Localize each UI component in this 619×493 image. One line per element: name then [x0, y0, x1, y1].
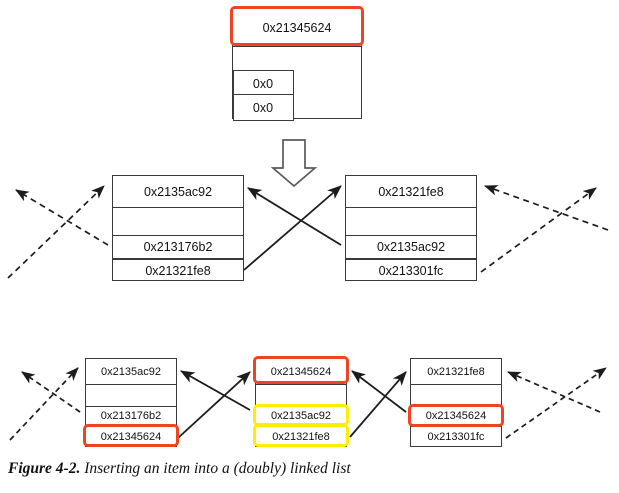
new-node-address-cell: 0x21345624	[233, 9, 361, 47]
node-bot-right-cell-4: 0x213301fc	[427, 430, 485, 443]
node-bot-mid-cell-1: 0x21345624	[256, 359, 346, 385]
node-bot-right-cell-2	[411, 385, 501, 407]
node-bot-left-cell-4: 0x21345624	[100, 430, 162, 443]
new-node-prev-pointer-cell: 0x0	[232, 70, 294, 97]
node-bot-right-cell-1: 0x21321fe8	[411, 359, 501, 385]
figure-caption-text: Inserting an item into a (doubly) linked…	[84, 460, 351, 477]
node-bot-mid: 0x21345624 0x2135ac92 0x21321fe8	[255, 358, 347, 447]
node-mid-right-cell-1: 0x21321fe8	[346, 176, 476, 208]
middle-section-arrows	[7, 185, 609, 279]
transition-arrow-down	[270, 139, 318, 188]
node-bot-left: 0x2135ac92 0x213176b2 0x21345624	[85, 358, 177, 447]
figure-caption-label: Figure 4-2.	[8, 460, 81, 477]
new-node: 0x21345624 0x0 0x0	[232, 8, 362, 121]
node-bot-mid-cell-2	[256, 385, 346, 407]
node-mid-right: 0x21321fe8 0x2135ac92 0x213301fc	[345, 175, 477, 281]
node-bot-right: 0x21321fe8 0x21345624 0x213301fc	[410, 358, 502, 447]
node-mid-right-cell-2	[346, 208, 476, 236]
node-bot-left-cell-2	[86, 385, 176, 407]
node-mid-left-cell-3: 0x213176b2	[113, 236, 243, 260]
node-mid-left-cell-4: 0x21321fe8	[145, 264, 211, 278]
new-node-next-pointer-cell: 0x0	[232, 94, 294, 121]
node-bot-mid-cell-4: 0x21321fe8	[272, 430, 330, 443]
new-node-blank-cell	[233, 47, 361, 71]
node-bot-left-cell-3: 0x213176b2	[86, 407, 176, 427]
figure-caption: Figure 4-2. Inserting an item into a (do…	[8, 460, 351, 478]
node-mid-left: 0x2135ac92 0x213176b2 0x21321fe8	[112, 175, 244, 281]
node-mid-left-cell-2	[113, 208, 243, 236]
node-mid-right-cell-4: 0x213301fc	[378, 264, 444, 278]
node-bot-right-cell-3: 0x21345624	[411, 407, 501, 427]
node-bot-mid-cell-3: 0x2135ac92	[256, 407, 346, 427]
node-mid-right-cell-3: 0x2135ac92	[346, 236, 476, 260]
node-bot-left-cell-1: 0x2135ac92	[86, 359, 176, 385]
node-mid-left-cell-1: 0x2135ac92	[113, 176, 243, 208]
